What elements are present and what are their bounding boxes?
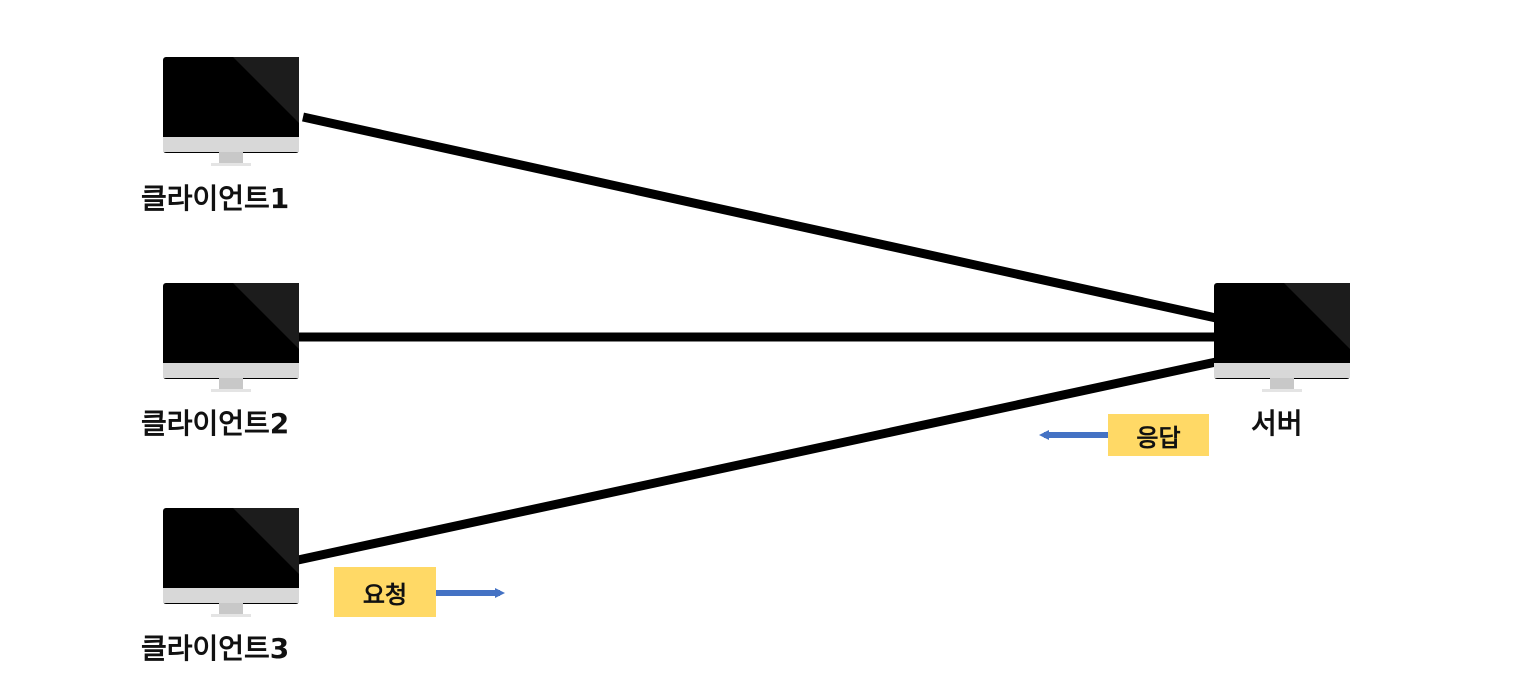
client2-monitor-icon	[163, 283, 299, 392]
server-monitor-icon	[1214, 283, 1350, 392]
client1-label: 클라이언트1	[141, 182, 290, 215]
connection-line-client1	[302, 112, 1217, 323]
client1-monitor-icon	[163, 57, 299, 166]
client2-label: 클라이언트2	[141, 407, 290, 440]
response-tag: 응답	[1108, 414, 1209, 456]
request-tag: 요청	[334, 567, 436, 617]
client3-monitor-icon	[163, 508, 299, 617]
connection-line-client3	[297, 357, 1217, 565]
server-label: 서버	[1251, 407, 1303, 440]
client3-label: 클라이언트3	[141, 632, 290, 665]
